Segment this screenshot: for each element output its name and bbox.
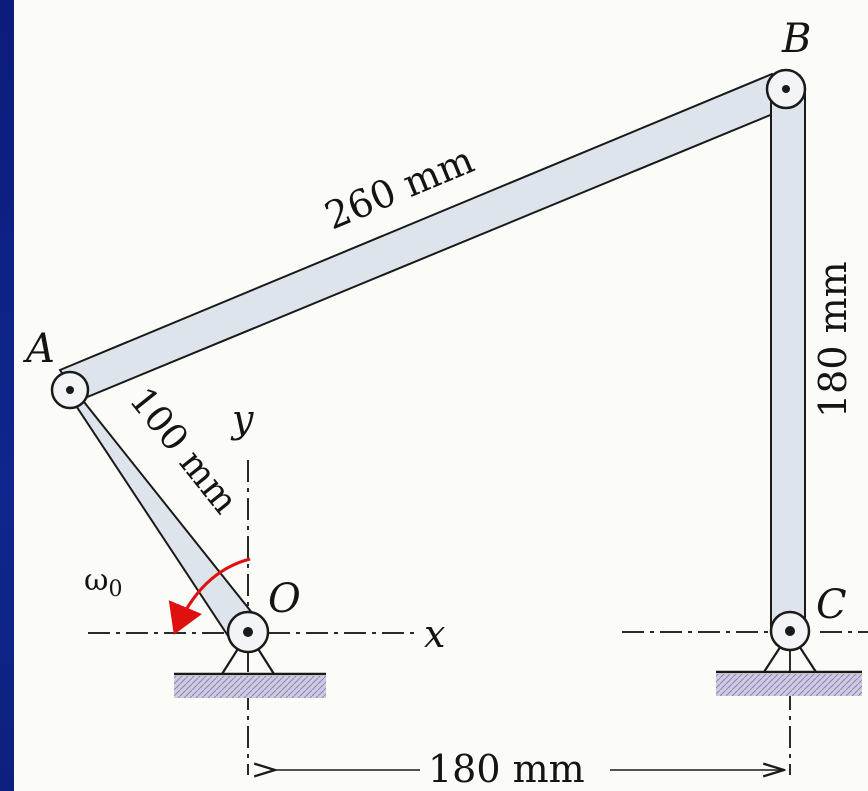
label-omega: ω0 — [84, 563, 122, 602]
omega-symbol: ω — [84, 563, 108, 598]
pin-c — [769, 610, 811, 652]
ground-hatch-o — [174, 676, 326, 698]
dim-link-bc: 180 mm — [811, 261, 855, 418]
ground-hatch-c — [716, 674, 862, 696]
label-point-c: C — [816, 582, 847, 628]
label-axis-y: y — [230, 397, 254, 441]
omega-subscript: 0 — [108, 577, 122, 602]
pin-o — [226, 610, 270, 654]
link-bc — [770, 89, 806, 631]
pin-a — [50, 370, 90, 410]
label-point-a: A — [22, 326, 55, 372]
ground-support-o — [174, 630, 326, 698]
label-axis-x: x — [424, 612, 445, 656]
label-point-b: B — [781, 16, 811, 62]
omega-arrow — [168, 557, 251, 635]
label-point-o: O — [268, 576, 301, 622]
dim-base-oc: 180 mm — [428, 747, 585, 791]
pin-b — [765, 68, 807, 110]
